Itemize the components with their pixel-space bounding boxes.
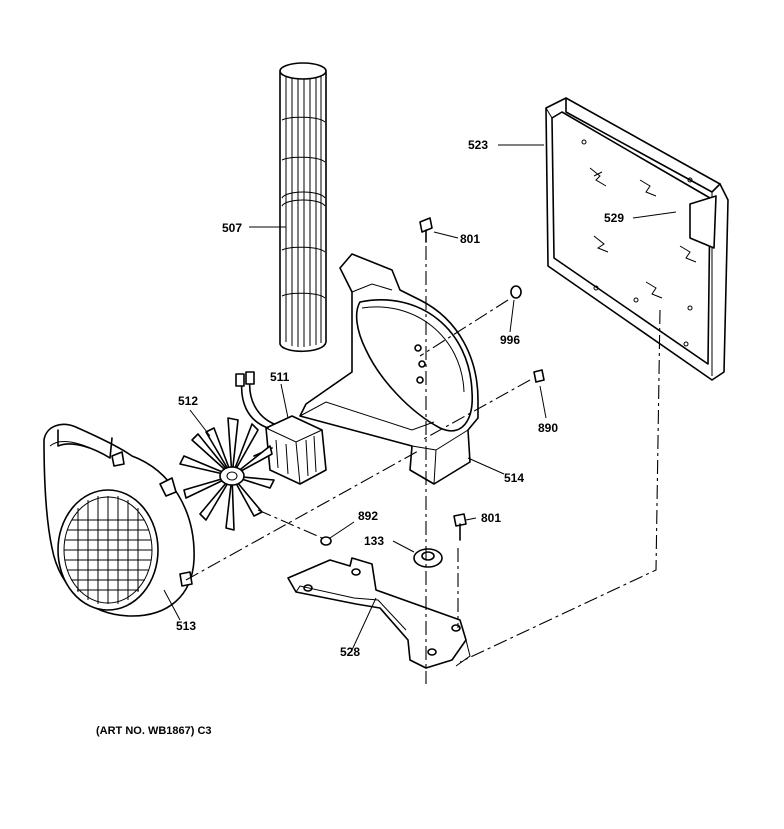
cover-panel-part-523 <box>545 97 729 381</box>
callout-892: 892 <box>358 509 378 523</box>
assembly-lines <box>185 246 661 684</box>
mounting-plate-part-528 <box>287 557 471 669</box>
leader-lines <box>163 144 677 651</box>
screw-part-801-top <box>419 217 433 243</box>
callout-801-bottom: 801 <box>481 511 501 525</box>
callout-507: 507 <box>222 221 242 235</box>
washer-part-892 <box>320 536 332 546</box>
screw-part-801-bottom <box>453 513 467 541</box>
art-number: (ART NO. WB1867) C3 <box>96 725 212 737</box>
blower-housing-part-513 <box>43 423 195 617</box>
callout-511: 511 <box>270 370 290 384</box>
motor-bracket-part-514 <box>299 253 479 485</box>
callout-523: 523 <box>468 138 488 152</box>
grommet-part-133 <box>413 548 443 568</box>
housing-grille <box>64 496 152 604</box>
callout-996: 996 <box>500 333 520 347</box>
callout-133: 133 <box>364 534 384 548</box>
callout-513: 513 <box>176 619 196 633</box>
nut-part-996 <box>510 285 522 299</box>
callout-512: 512 <box>178 394 198 408</box>
callout-529: 529 <box>604 211 624 225</box>
fan-blade-part-512 <box>179 417 275 531</box>
motor-part-511 <box>235 371 327 485</box>
screw-part-890 <box>533 369 545 383</box>
callout-801-top: 801 <box>460 232 480 246</box>
callout-890: 890 <box>538 421 558 435</box>
panel-markings <box>581 139 697 347</box>
callout-528: 528 <box>340 645 360 659</box>
blower-wheel-part-507 <box>279 62 327 353</box>
callout-514: 514 <box>504 471 524 485</box>
